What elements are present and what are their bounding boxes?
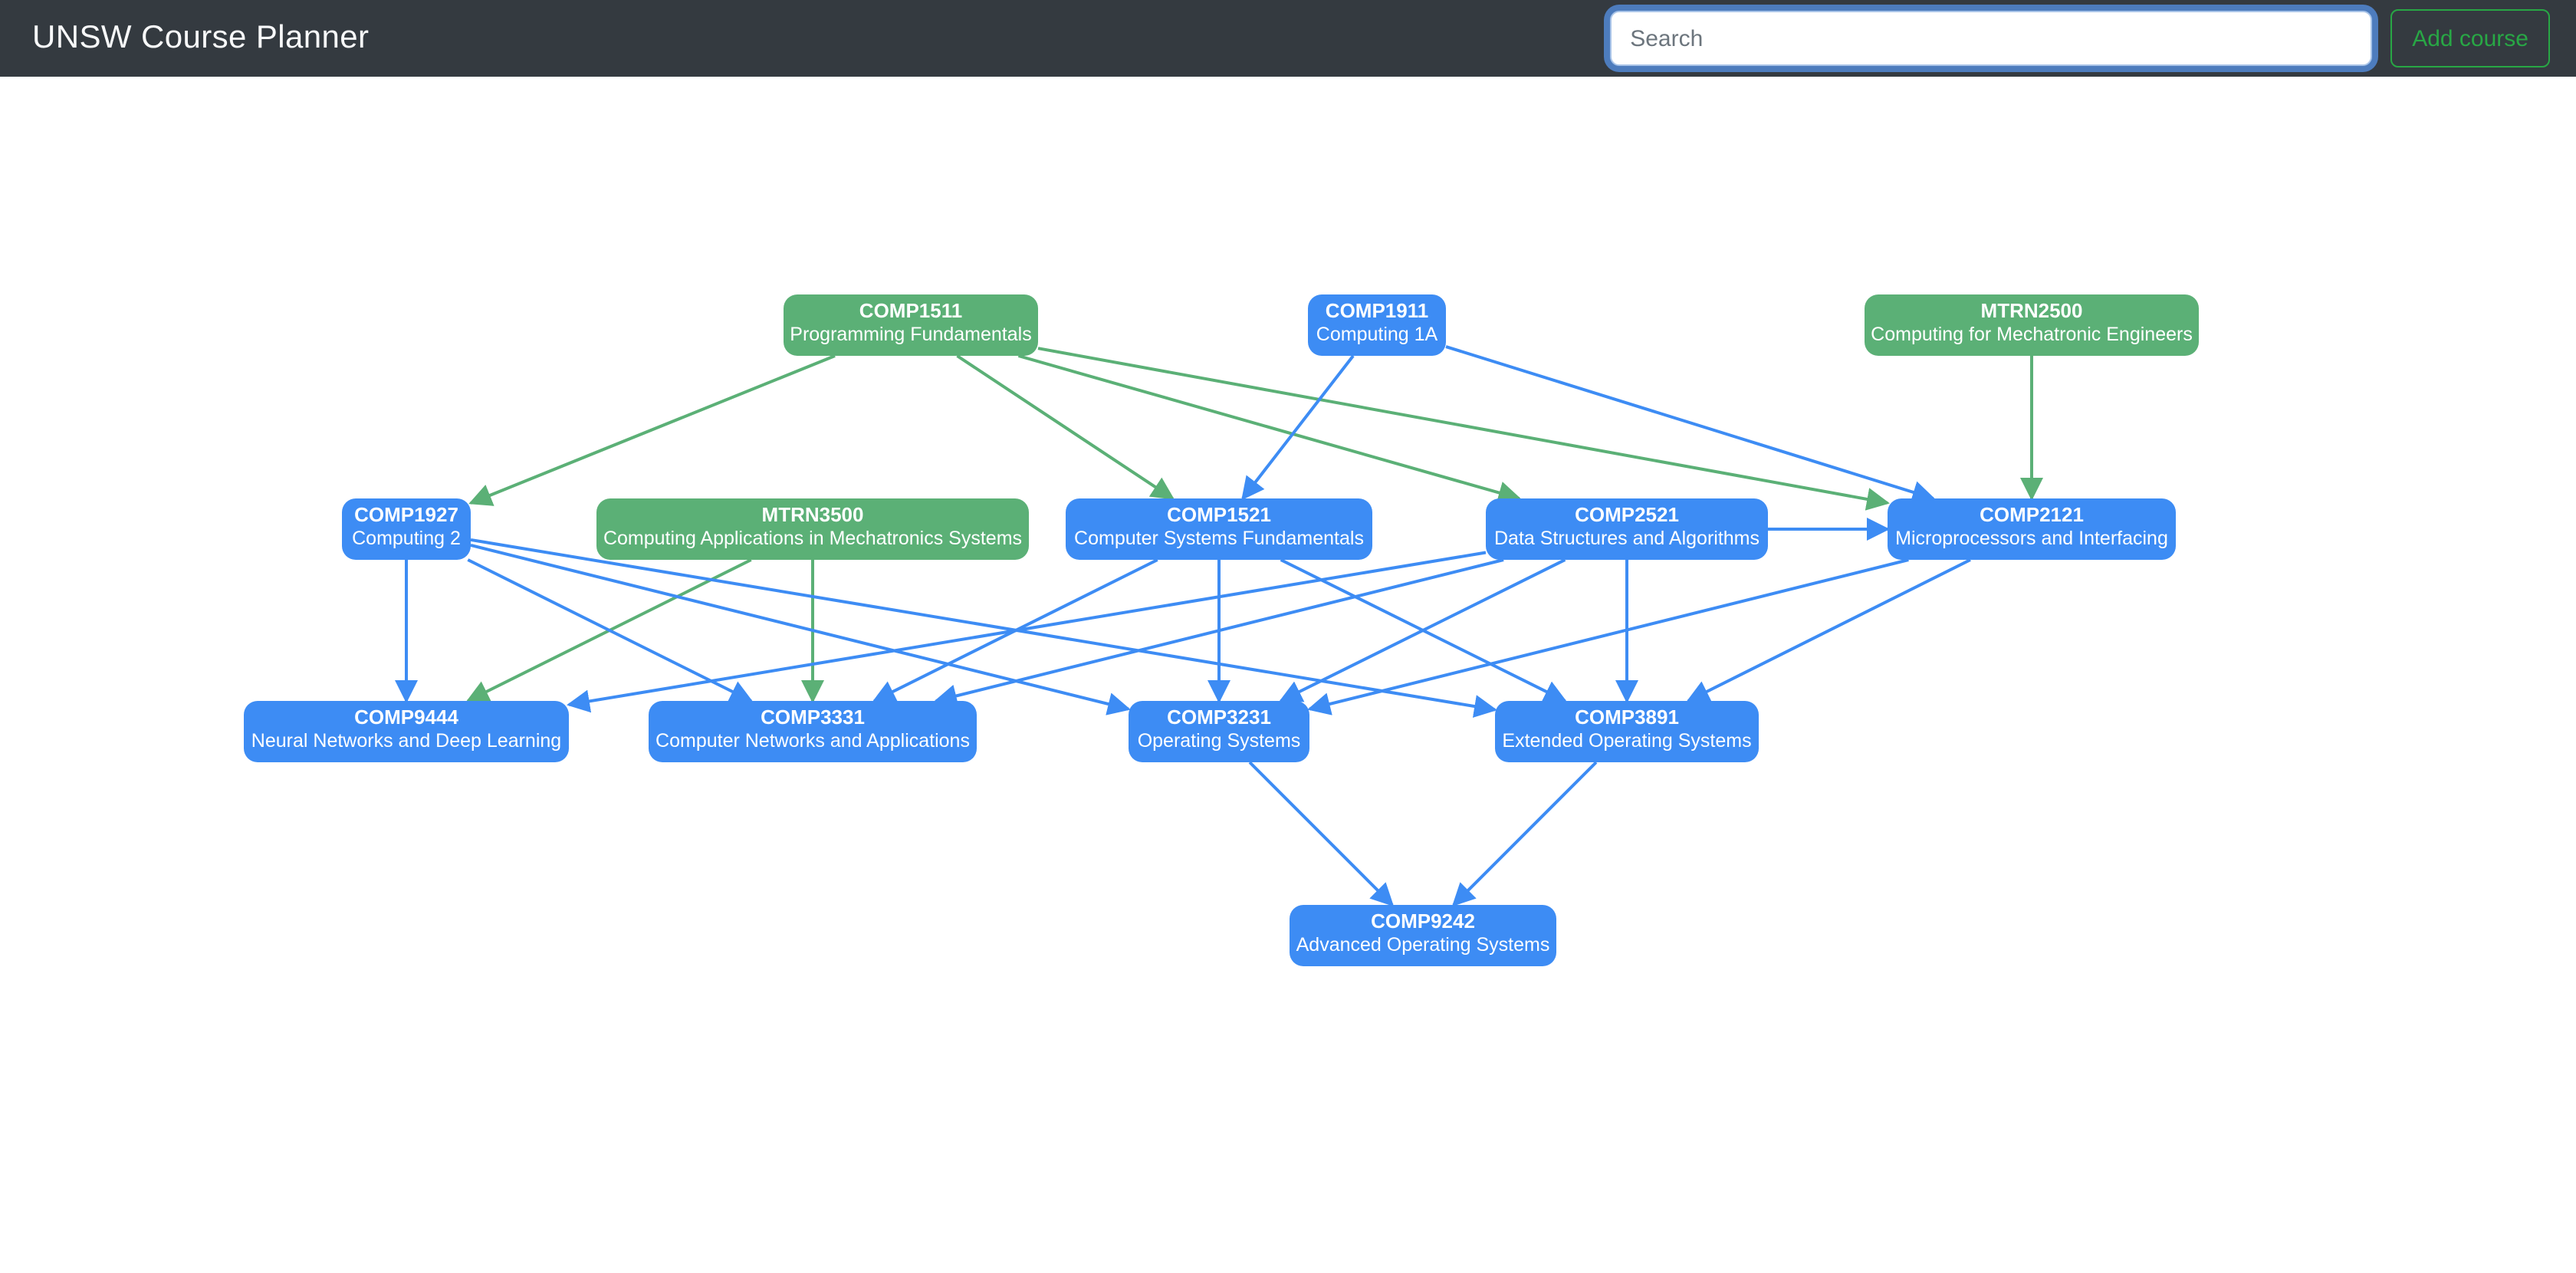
course-title: Computing Applications in Mechatronics S… — [603, 528, 1022, 549]
course-code: COMP9242 — [1371, 910, 1475, 933]
course-title: Advanced Operating Systems — [1296, 934, 1550, 956]
course-code: COMP1521 — [1167, 503, 1271, 526]
edge-COMP2521-COMP9444 — [567, 551, 1487, 713]
course-title: Computing 1A — [1316, 324, 1438, 345]
add-course-button[interactable]: Add course — [2390, 9, 2550, 67]
edge-COMP1911-COMP2121 — [1445, 345, 1936, 504]
edge-COMP1927-COMP3331 — [467, 558, 754, 702]
course-title: Computer Networks and Applications — [656, 730, 970, 752]
edge-COMP1911-COMP1521 — [1241, 354, 1355, 501]
course-node-box — [1888, 498, 2176, 560]
course-title: Computing 2 — [352, 528, 461, 549]
course-node-box — [1486, 498, 1768, 560]
course-node-box — [1066, 498, 1372, 560]
course-code: COMP2521 — [1575, 503, 1679, 526]
course-title: Extended Operating Systems — [1502, 730, 1751, 752]
course-code: COMP2121 — [1980, 503, 2084, 526]
course-code: MTRN2500 — [1981, 299, 2083, 322]
course-code: COMP3231 — [1167, 706, 1271, 729]
edge-COMP1511-COMP1521 — [956, 354, 1175, 500]
course-code: COMP1911 — [1326, 299, 1428, 322]
edge-COMP1511-COMP2521 — [1017, 354, 1522, 505]
course-node-box — [784, 294, 1038, 356]
course-node-box — [342, 498, 471, 560]
edge-COMP2521-COMP3331 — [933, 558, 1504, 708]
edge-COMP3231-COMP9242 — [1248, 761, 1395, 907]
course-code: COMP1511 — [859, 299, 962, 322]
course-title: Microprocessors and Interfacing — [1895, 528, 2168, 549]
course-node-box — [1865, 294, 2199, 356]
edge-COMP1511-COMP1927 — [468, 354, 836, 506]
edges-layer — [395, 345, 2043, 907]
course-code: MTRN3500 — [762, 503, 864, 526]
course-node-box — [1290, 905, 1556, 966]
course-node-box — [1495, 701, 1759, 762]
course-title: Programming Fundamentals — [790, 324, 1031, 345]
edge-COMP2121-COMP3891 — [1686, 558, 1971, 702]
edge-COMP1511-COMP2121 — [1037, 347, 1890, 511]
search-input[interactable] — [1610, 11, 2373, 66]
course-node-box — [649, 701, 977, 762]
course-title: Neural Networks and Deep Learning — [251, 730, 561, 752]
course-title: Operating Systems — [1138, 730, 1301, 752]
course-code: COMP9444 — [354, 706, 458, 729]
edge-COMP2521-COMP3231 — [1278, 558, 1566, 702]
course-node-box — [244, 701, 569, 762]
course-node-box — [1308, 294, 1446, 356]
edge-COMP1927-COMP3891 — [470, 538, 1497, 718]
top-navbar: UNSW Course Planner Add course — [0, 0, 2576, 77]
course-node-box — [1129, 701, 1309, 762]
edge-COMP3891-COMP9242 — [1451, 761, 1598, 907]
app-title: UNSW Course Planner — [32, 20, 370, 55]
edge-COMP2121-COMP3231 — [1307, 558, 1909, 715]
course-node-box — [596, 498, 1029, 560]
course-code: COMP3891 — [1575, 706, 1679, 729]
course-title: Data Structures and Algorithms — [1494, 528, 1760, 549]
course-code: COMP3331 — [761, 706, 865, 729]
course-title: Computing for Mechatronic Engineers — [1871, 324, 2193, 345]
course-code: COMP1927 — [354, 503, 458, 526]
course-title: Computer Systems Fundamentals — [1074, 528, 1364, 549]
